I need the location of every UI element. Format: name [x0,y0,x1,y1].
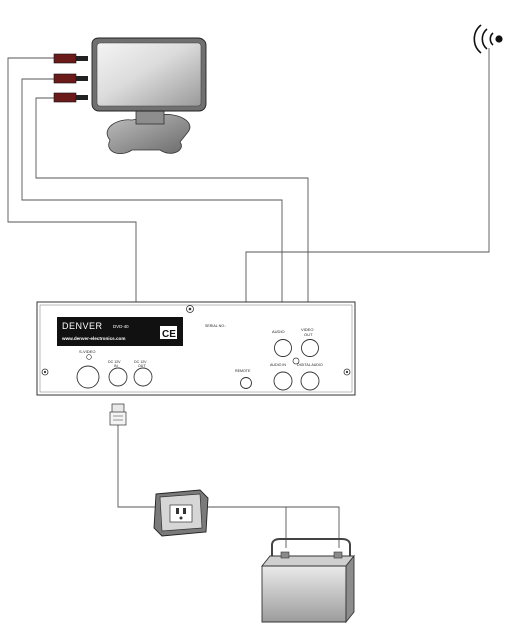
wireless-signal-icon [473,24,503,54]
dc-in-port [108,367,128,387]
screw-icon [343,368,351,376]
wire-monitor-2 [21,78,283,332]
video-out-label-1: VIDEO [301,327,313,332]
audio-label: AUDIO [272,329,285,334]
monitor-connector-1 [53,53,88,64]
video-out-label-2: OUT [304,332,313,337]
audio-in-port [273,371,293,391]
screw-icon [41,368,49,376]
wire-adapter-battery [208,506,287,548]
power-adapter-icon [153,489,209,537]
monitor-connector-3 [53,92,88,103]
dc-in-label-2: IN [114,364,118,368]
brand-logo: DENVER [62,321,103,331]
digital-audio-port [300,371,320,391]
wires [7,48,490,548]
dc-out-label-2: OUT [138,364,146,368]
serial-label: SERIAL NO.: [205,324,226,328]
website-text: www.denver-electronics.com [61,336,125,341]
s-video-label: S-VIDEO [79,349,95,354]
wire-monitor-3 [35,97,309,332]
wire-dc-in [117,425,155,508]
car-battery-icon [261,538,355,624]
dc-in-label-1: DC 12V [108,360,121,364]
wire-monitor-1 [7,57,137,318]
power-plug-icon [109,403,127,426]
digital-audio-label: DIGITAL AUDIO [297,363,323,367]
screw-icon [186,305,194,313]
remote-label: REMOTE [235,369,251,373]
wire-adapter-battery-2 [286,506,340,548]
monitor-icon [53,37,207,154]
dvd-device-panel: DENVER DVD-40 www.denver-electronics.com… [36,301,356,396]
audio-port [274,339,292,357]
dc-out-port [133,367,153,387]
monitor-stand [106,114,191,154]
monitor-connector-2 [53,73,88,84]
model-name: DVD-40 [113,324,129,329]
audio-in-label: AUDIO IN [270,363,286,367]
video-out-port [301,339,319,357]
s-video-port [76,365,100,389]
remote-port [240,377,252,389]
ce-mark: CE [162,329,176,340]
dc-out-label-1: DC 12V [134,360,147,364]
